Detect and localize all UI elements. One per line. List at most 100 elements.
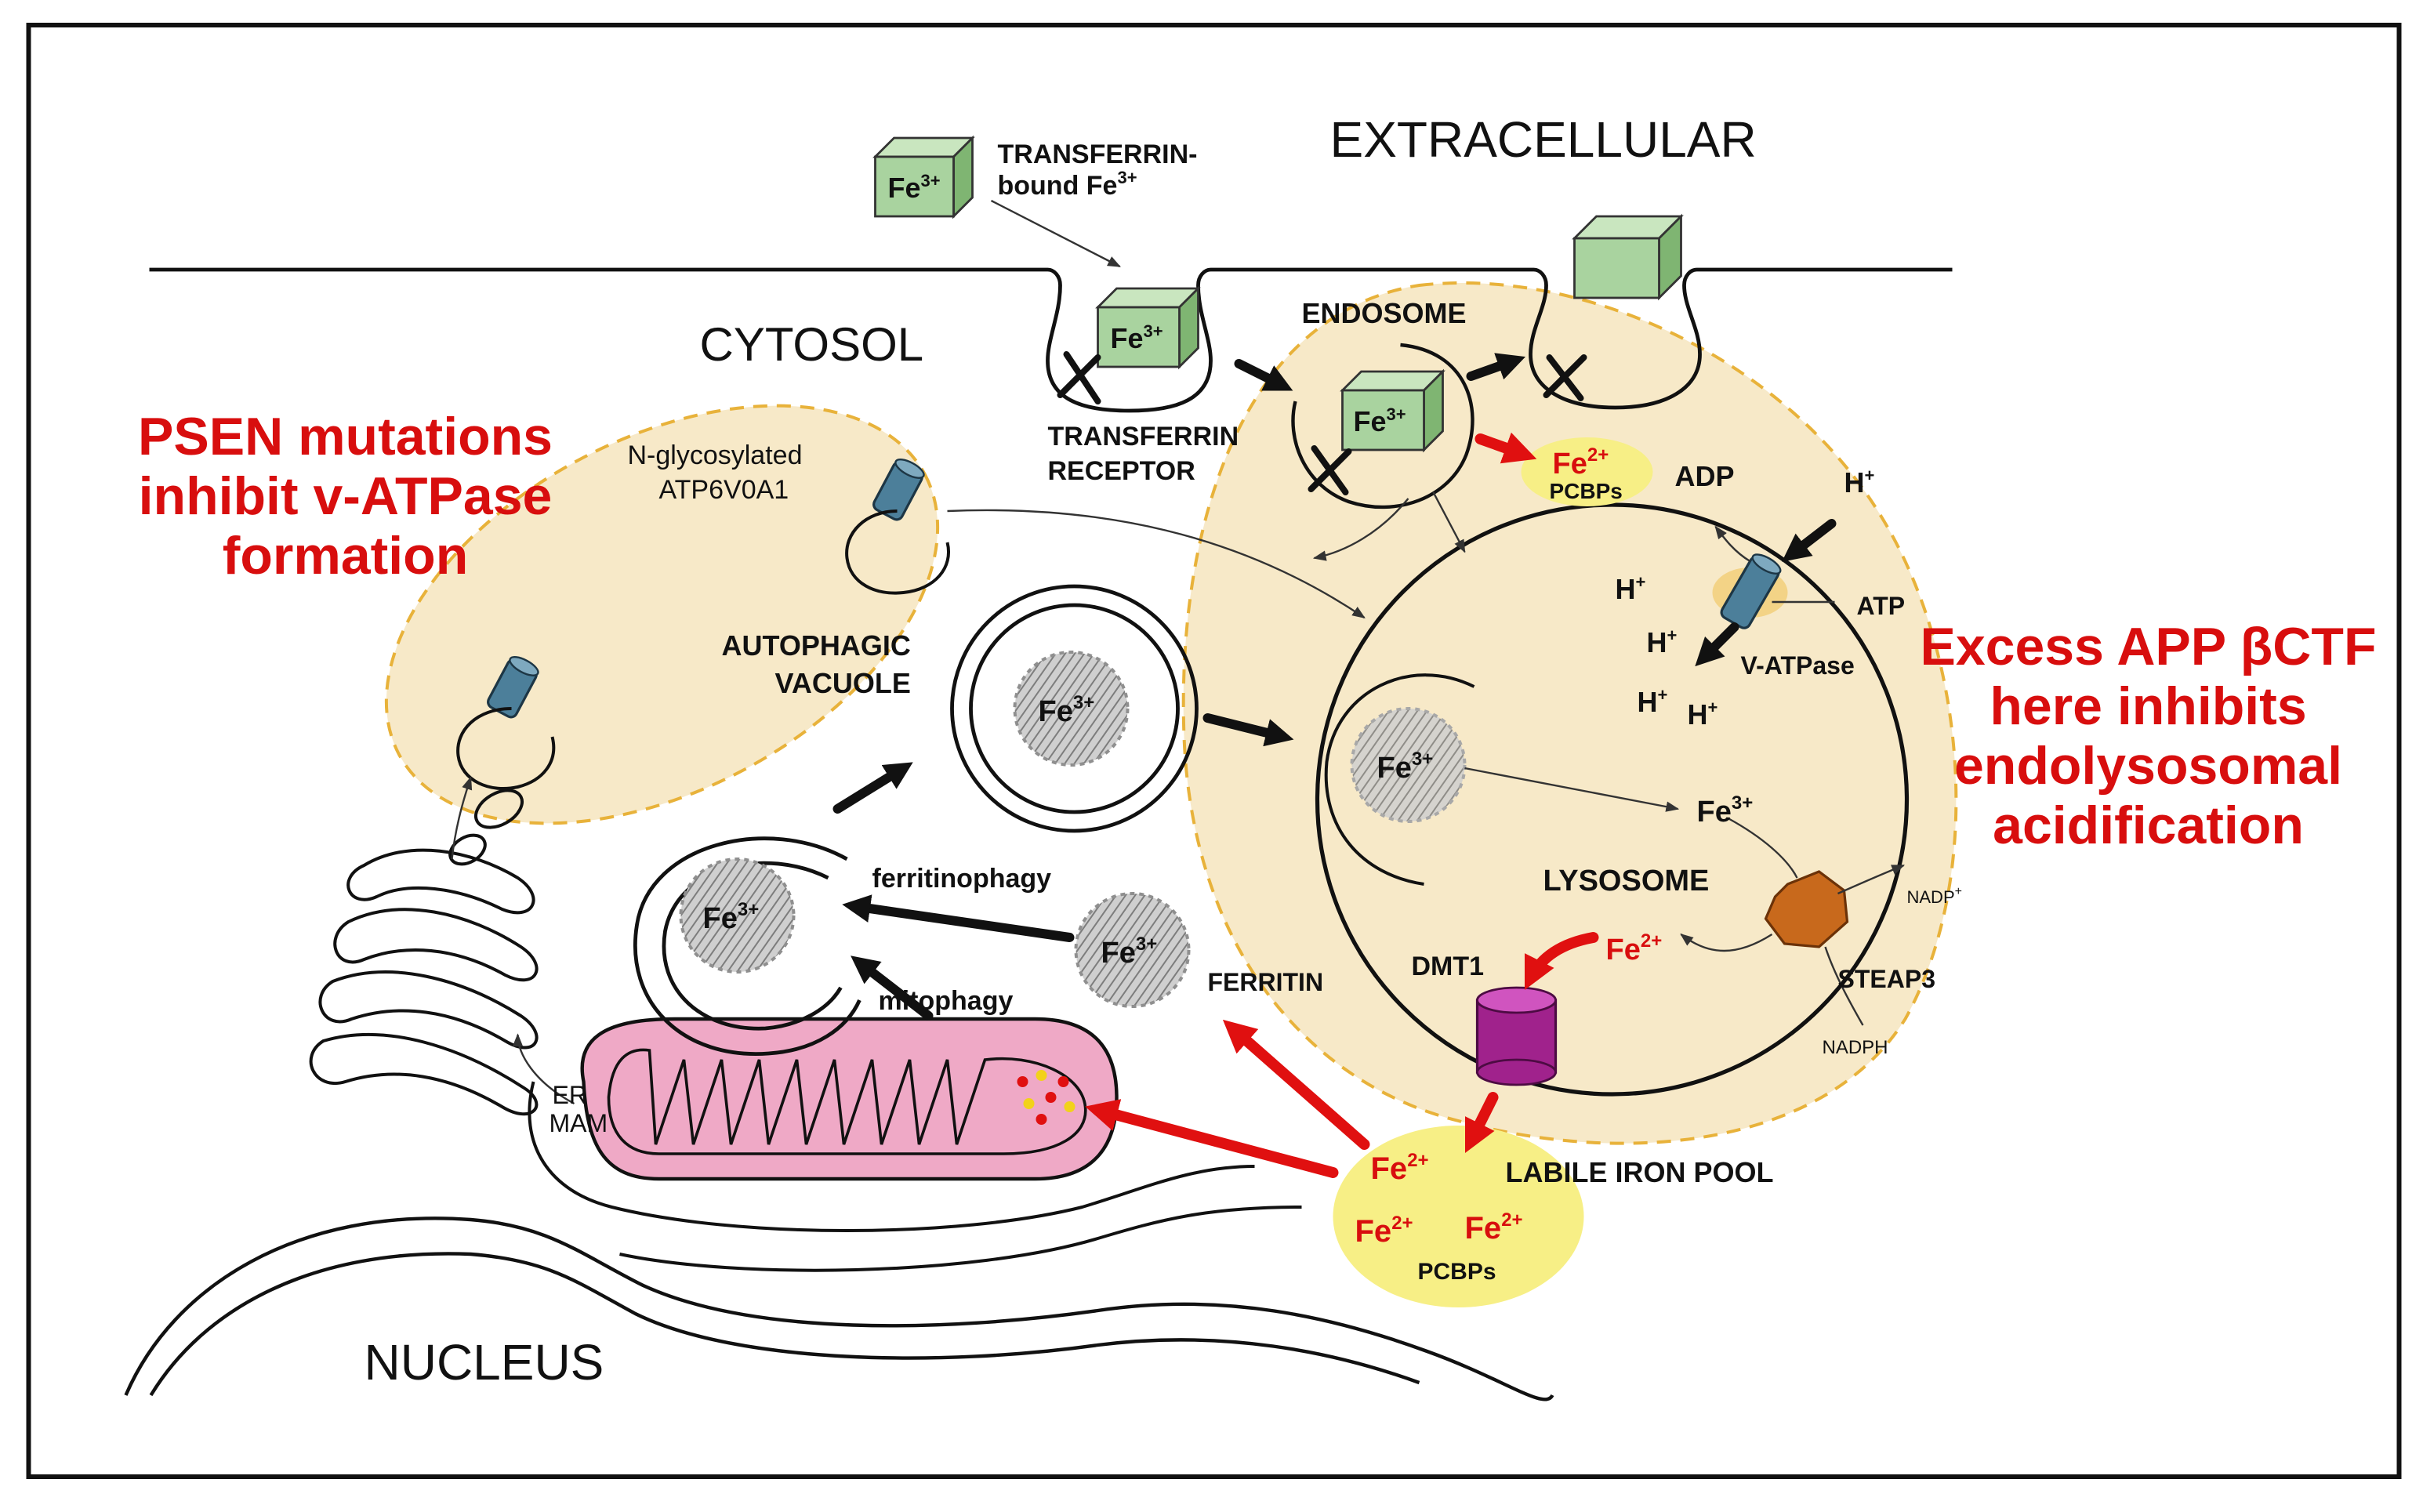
arrow-golgi-to-vesicle (451, 776, 473, 860)
nuclear-envelope-outer (124, 1216, 1554, 1401)
psen-line3: formation (223, 526, 469, 586)
proton-labels: H+ H+ H+ H+ H+ (1616, 466, 1875, 731)
fe2-lysosome: Fe2+ (1606, 930, 1663, 966)
figure-border (26, 23, 2402, 1479)
transferrin-receptor-recycled (1543, 354, 1587, 401)
psen-annotation: PSEN mutations inhibit v-ATPase formatio… (138, 407, 553, 586)
structure-labels: ENDOSOME LYSOSOME AUTOPHAGIC VACUOLE TRA… (722, 140, 1935, 1188)
atp6v0a1-vesicle-bottom (456, 707, 556, 791)
er-membrane (528, 1081, 1255, 1232)
psen-line1: PSEN mutations (138, 407, 553, 466)
line-steap3-nadph (1824, 946, 1864, 1026)
arrow-ferritinophagy (842, 894, 1075, 942)
app-line1: Excess APP βCTF (1921, 617, 2377, 676)
arrow-mitophagy (851, 955, 934, 1021)
golgi-vesicle-zone (384, 404, 940, 825)
fe2-endosome: Fe2+ (1553, 444, 1609, 480)
autophagic-vacuole (950, 584, 1199, 833)
psen-line2: inhibit v-ATPase (139, 466, 553, 526)
transferrin-receptor-endosome (1308, 445, 1352, 495)
proton-lumen-3: H+ (1638, 685, 1668, 718)
fe3-ferritin-free: Fe3+ (1101, 934, 1158, 970)
fe3-ferritin-vacuole: Fe3+ (1039, 692, 1095, 728)
fe2-pool-1: Fe2+ (1371, 1150, 1429, 1186)
arrow-transferrin-to-pit (990, 199, 1121, 268)
transferrin-cube-pit (1095, 285, 1201, 370)
light-labels: N-glycosylated ATP6V0A1 ER MAM NADP+ NAD… (550, 441, 1962, 1137)
arrow-phagophore-to-vacuole (832, 762, 913, 814)
arrow-endosome-to-recycle (1466, 353, 1526, 381)
arrow-mam-link (512, 1033, 575, 1105)
plasma-membrane (149, 267, 1953, 413)
label-mitophagy: mitophagy (879, 986, 1014, 1016)
label-nglyco-line1: N-glycosylated (628, 441, 803, 470)
arrow-vacuole-to-lysosome (1202, 713, 1294, 747)
arrow-atp6v0a1-to-lysosome (947, 509, 1366, 618)
label-lysosome: LYSOSOME (1543, 865, 1710, 897)
label-nadph: NADPH (1823, 1037, 1888, 1058)
arrow-dmt1-to-pool (1464, 1092, 1499, 1154)
atp6v0a1-vesicle-top (845, 509, 950, 595)
proton-lumen-4: H+ (1688, 698, 1718, 731)
label-nglyco-line2: ATP6V0A1 (659, 475, 789, 505)
arrow-endosome-to-vesicle (1312, 498, 1409, 561)
label-ferritin: FERRITIN (1208, 968, 1324, 996)
proton-lumen-1: H+ (1616, 572, 1646, 605)
label-ferritinophagy: ferritinophagy (872, 864, 1052, 894)
endosome-pcbp-pool (1521, 437, 1653, 506)
arrow-lyso-fe3-release (1464, 767, 1680, 812)
label-adp: ADP (1675, 460, 1735, 492)
transferrin-cube-endosome (1340, 368, 1445, 453)
er-membrane-lower (619, 1206, 1302, 1272)
transferrin-cube-recycled (1572, 213, 1684, 301)
arrow-proton-through (1695, 622, 1739, 667)
transferrin-cube-extracellular (872, 135, 975, 219)
atp6v0a1-channel-bottom (487, 656, 539, 719)
ferritin-particle-vacuole (1013, 651, 1130, 767)
arrow-endosome-fe2-release (1474, 432, 1537, 464)
v-atpase-pump (1712, 553, 1788, 629)
golgi-apparatus (309, 789, 539, 1116)
arrow-fe2-to-dmt1 (1524, 932, 1599, 991)
pcbps-endosome: PCBPs (1550, 479, 1623, 503)
label-extracellular: EXTRACELLULAR (1330, 111, 1757, 168)
arrow-pool-to-mito (1085, 1099, 1339, 1178)
label-vatpase: V-ATPase (1741, 651, 1855, 680)
label-cytosol: CYTOSOL (700, 318, 924, 371)
lysosome-autophagosome-arc (1324, 673, 1475, 886)
label-transferrin-line2: bound Fe3+ (998, 168, 1137, 201)
app-line3: endolysosomal (1954, 736, 2342, 796)
arrow-endosome-to-lysosome (1432, 491, 1466, 553)
ferritin-particle-phagophore (679, 858, 796, 974)
fe3-cube-endosome: Fe3+ (1354, 404, 1406, 437)
arrow-vatpase-adp (1714, 525, 1751, 563)
label-receptor-line1: TRANSFERRIN (1048, 422, 1239, 451)
line-steap3-fe3 (1727, 817, 1798, 879)
label-atp: ATP (1857, 592, 1906, 620)
label-vacuole: VACUOLE (775, 667, 911, 699)
fe3-ferritin-phagophore: Fe3+ (703, 899, 760, 935)
fe3-labels: Fe3+ Fe3+ Fe3+ Fe3+ Fe3+ Fe3+ Fe3+ Fe3+ (703, 171, 1754, 970)
fe2-labels: Fe2+ Fe2+ Fe2+ Fe2+ Fe2+ (1355, 444, 1663, 1249)
arrow-pool-to-ferritin (1222, 1019, 1370, 1150)
dmt1-transporter (1475, 986, 1558, 1086)
fe3-cube-extracellular: Fe3+ (888, 171, 941, 204)
pcbp-labels: PCBPs PCBPs (1418, 479, 1623, 1285)
lysosome-membrane (1315, 502, 1910, 1097)
arrow-proton-in (1782, 519, 1837, 562)
label-steap3: STEAP3 (1838, 965, 1935, 993)
ferritin-particle-lysosome (1350, 707, 1467, 823)
endolysosome-zone (1181, 281, 1958, 1145)
ferritin-particle-free (1074, 892, 1191, 1008)
proton-outside: H+ (1844, 466, 1875, 499)
fe3-lysosome-free: Fe3+ (1697, 792, 1754, 829)
nuclear-envelope-inner (149, 1252, 1420, 1397)
app-annotation: Excess APP βCTF here inhibits endolysoso… (1921, 617, 2377, 855)
app-line2: here inhibits (1990, 676, 2306, 736)
fe2-pool-3: Fe2+ (1465, 1209, 1523, 1245)
label-mam: MAM (550, 1109, 608, 1137)
label-endosome: ENDOSOME (1302, 297, 1467, 329)
label-receptor-line2: RECEPTOR (1048, 456, 1195, 486)
labile-iron-pool (1333, 1126, 1584, 1307)
